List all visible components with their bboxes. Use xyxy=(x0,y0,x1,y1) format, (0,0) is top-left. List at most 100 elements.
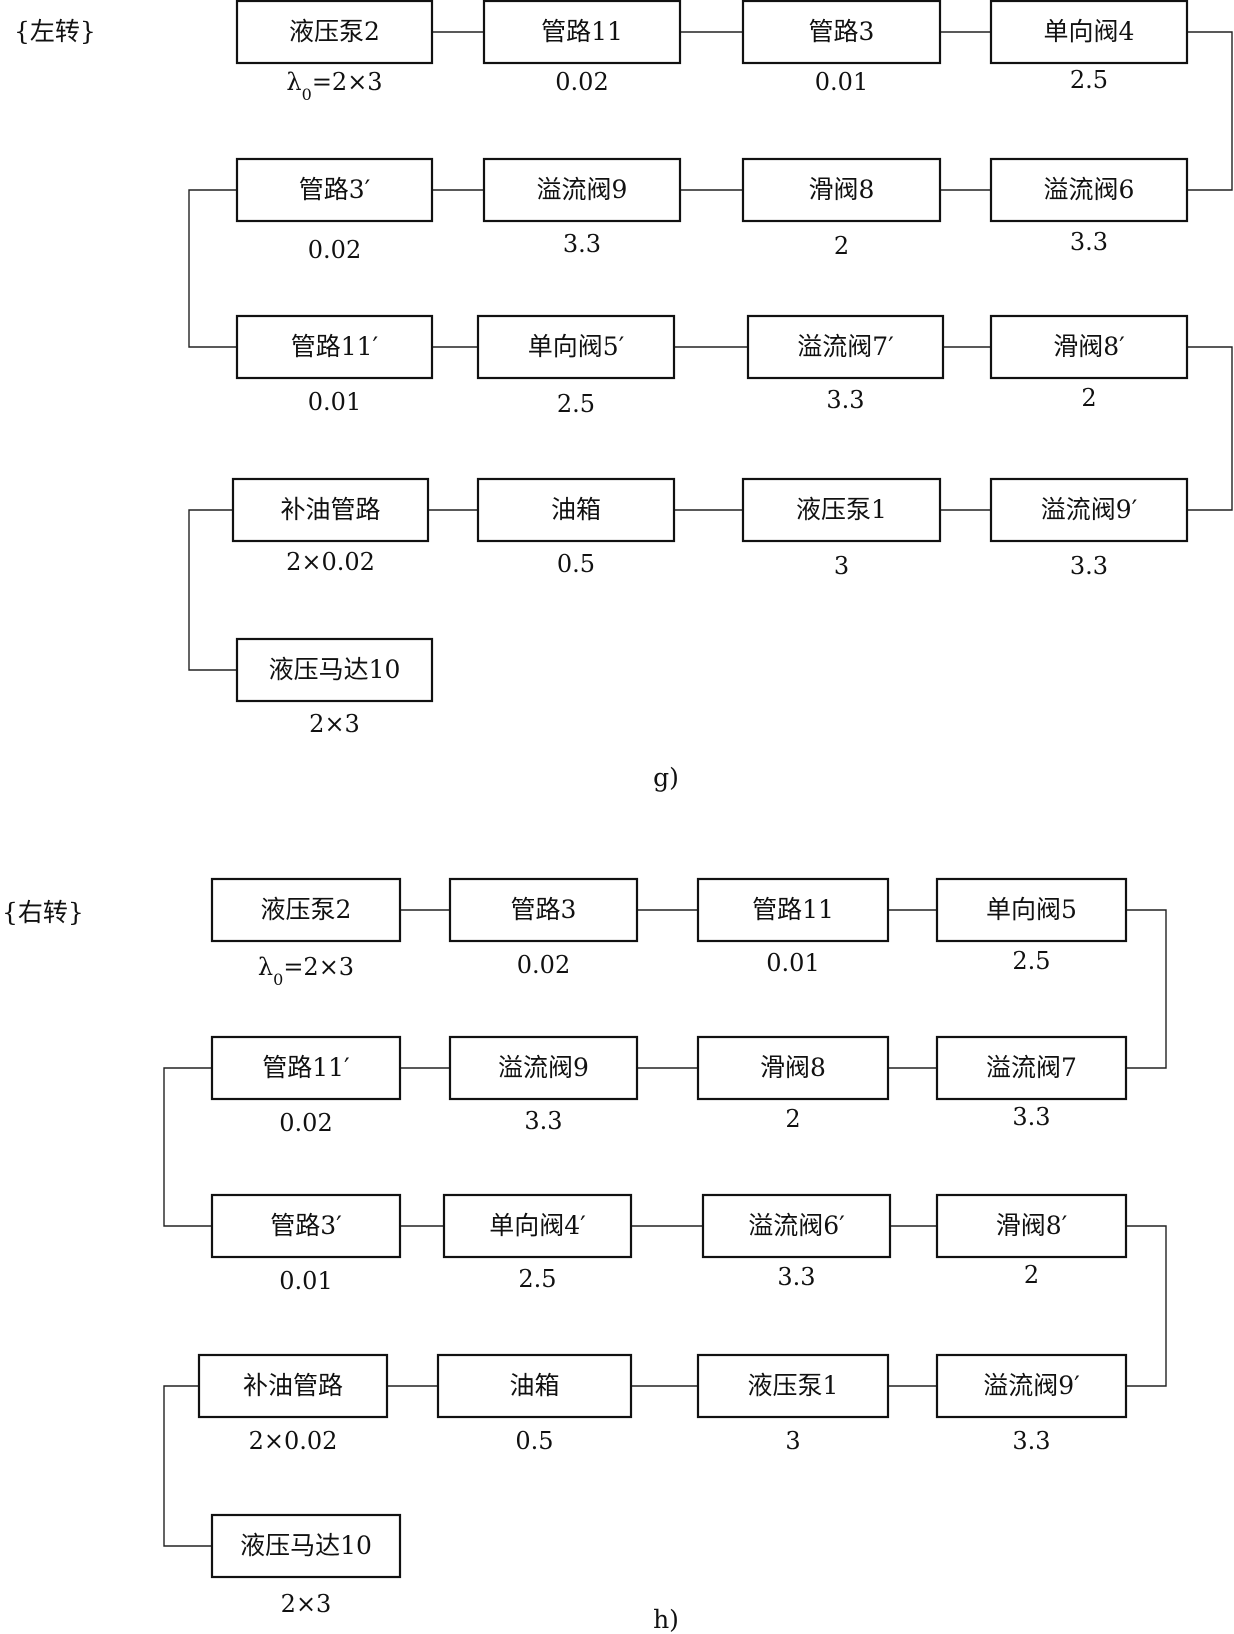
component-box xyxy=(235,0,434,65)
component-box xyxy=(442,1193,633,1259)
failure-rate-value: 3.3 xyxy=(1070,552,1108,580)
component-label: 管路11 xyxy=(541,17,623,46)
connector-left-wrap xyxy=(163,1067,212,1227)
component-box xyxy=(741,157,942,223)
component-label: 溢流阀9 xyxy=(498,1053,589,1082)
component-label: 管路3 xyxy=(511,895,577,924)
failure-rate-value: 2.5 xyxy=(518,1265,556,1293)
connector-left-wrap xyxy=(188,509,237,671)
component-label: 液压马达10 xyxy=(269,655,401,684)
component-label: 滑阀8′ xyxy=(996,1211,1068,1240)
component-block: 单向阀4′2.5 xyxy=(442,1193,633,1293)
component-block: 滑阀8′ 2 xyxy=(935,1193,1128,1289)
failure-rate-value: 2×3 xyxy=(309,710,360,738)
failure-rate-value: 0.02 xyxy=(279,1109,332,1137)
component-block: 溢流阀7′3.3 xyxy=(746,314,945,414)
component-box xyxy=(235,637,434,703)
component-box xyxy=(989,0,1189,65)
failure-rate-value: 3.3 xyxy=(777,1263,815,1291)
component-label: 滑阀8 xyxy=(760,1053,826,1082)
failure-rate-value: 0.02 xyxy=(555,68,608,96)
failure-rate-value: 2 xyxy=(1024,1261,1039,1289)
component-block: 补油管路 2×0.02 xyxy=(231,477,430,576)
component-label: 液压泵1 xyxy=(796,495,887,524)
component-block: 管路11′0.01 xyxy=(235,314,434,416)
component-label: 管路11′ xyxy=(291,332,379,361)
component-block: 溢流阀9′3.3 xyxy=(935,1353,1128,1455)
component-box xyxy=(235,314,434,380)
diagram-caption: g) xyxy=(653,763,679,792)
component-block: 油箱 0.5 xyxy=(476,477,676,578)
component-box xyxy=(476,314,676,380)
component-box xyxy=(935,1193,1128,1259)
failure-rate-value: 2.5 xyxy=(1012,947,1050,975)
connector-right-wrap xyxy=(1126,1225,1167,1387)
component-block: 管路11′0.02 xyxy=(210,1035,402,1137)
component-box xyxy=(448,1035,639,1101)
component-label: 滑阀8 xyxy=(809,175,875,204)
component-label: 单向阀5′ xyxy=(528,332,625,361)
component-box xyxy=(231,477,430,543)
component-label: 管路3′ xyxy=(299,175,371,204)
component-box xyxy=(210,1193,402,1259)
component-label: 滑阀8′ xyxy=(1053,332,1125,361)
component-box xyxy=(741,477,942,543)
component-label: 液压泵1 xyxy=(748,1371,839,1400)
connector-left-wrap xyxy=(188,189,237,348)
component-box xyxy=(696,1035,890,1101)
component-label: 单向阀4 xyxy=(1044,17,1135,46)
component-box xyxy=(476,477,676,543)
component-box xyxy=(210,1035,402,1101)
component-label: 溢流阀9′ xyxy=(983,1371,1080,1400)
component-block: 溢流阀6′3.3 xyxy=(701,1193,892,1291)
failure-rate-value: 0.01 xyxy=(766,949,819,977)
component-box xyxy=(482,0,682,65)
connector-right-wrap xyxy=(1126,909,1167,1069)
failure-rate-value: 3.3 xyxy=(1012,1103,1050,1131)
component-box xyxy=(746,314,945,380)
component-label: 液压泵2 xyxy=(261,895,352,924)
failure-rate-value: 2×3 xyxy=(281,1590,332,1618)
component-label: 溢流阀9′ xyxy=(1041,495,1138,524)
component-block: 单向阀5′2.5 xyxy=(476,314,676,418)
diagram-g-connectors xyxy=(188,31,1233,671)
component-block: 溢流阀9′ 3.3 xyxy=(989,477,1189,580)
blocks-layer: 液压泵2λ0=2×3管路110.02管路30.01单向阀42.5管路3′0.02… xyxy=(197,0,1189,1618)
connector-right-wrap xyxy=(1187,346,1233,511)
component-block: 滑阀8 2 xyxy=(696,1035,890,1133)
diagram-h-connectors xyxy=(163,909,1167,1547)
component-box xyxy=(935,877,1128,943)
failure-rate-value: 3 xyxy=(834,552,849,580)
component-box xyxy=(989,157,1189,223)
component-label: 管路3′ xyxy=(270,1211,342,1240)
component-block: 液压马达10 2×3 xyxy=(235,637,434,738)
component-label: 油箱 xyxy=(551,495,601,524)
component-box xyxy=(235,157,434,223)
component-label: 液压泵2 xyxy=(289,17,380,46)
component-label: 单向阀5 xyxy=(986,895,1077,924)
component-box xyxy=(989,314,1189,380)
component-block: 单向阀5 2.5 xyxy=(935,877,1128,975)
failure-rate-value: 3.3 xyxy=(826,386,864,414)
failure-rate-value: 0.5 xyxy=(557,550,595,578)
component-block: 管路11 0.02 xyxy=(482,0,682,96)
failure-rate-value: 0.01 xyxy=(815,68,868,96)
failure-rate-value: 2 xyxy=(785,1105,800,1133)
component-label: 补油管路 xyxy=(280,495,380,524)
component-box xyxy=(935,1353,1128,1419)
failure-rate-value: 3.3 xyxy=(1070,228,1108,256)
failure-rate-value: 2×0.02 xyxy=(286,548,375,576)
connector-left-wrap xyxy=(163,1385,212,1547)
component-label: 溢流阀9 xyxy=(537,175,628,204)
